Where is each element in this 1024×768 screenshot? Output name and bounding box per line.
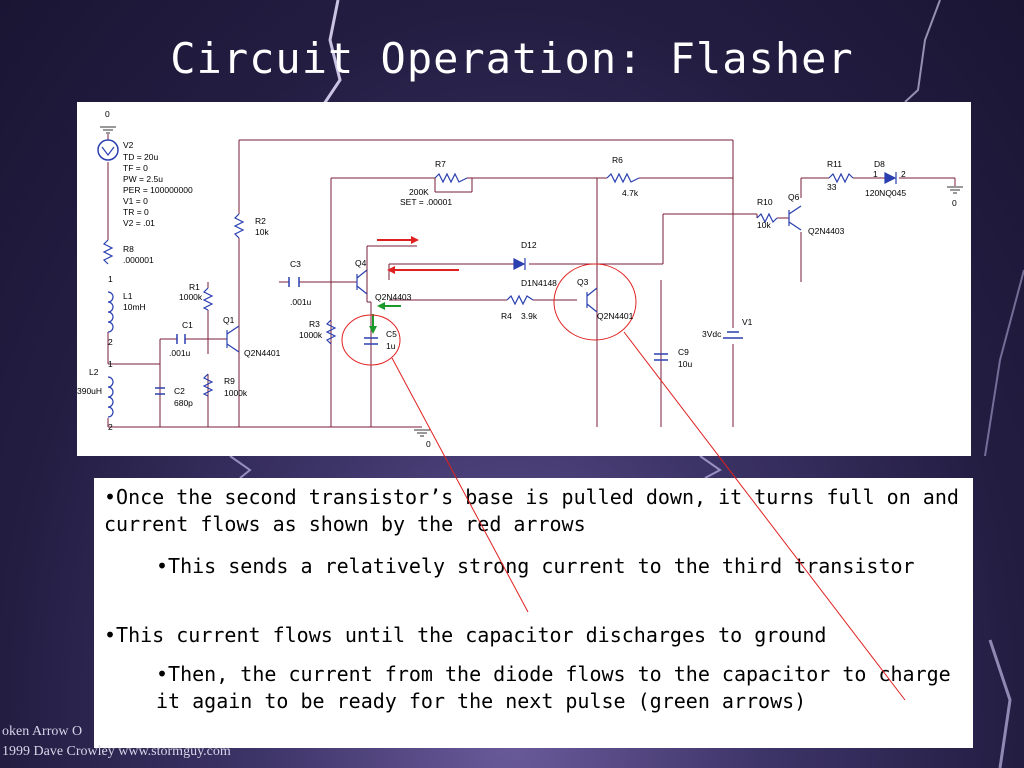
v2-source-icon: [97, 139, 119, 161]
v2-param: TF = 0: [123, 163, 148, 173]
resistor-r11: [828, 172, 854, 184]
l1-pin2: 2: [108, 337, 113, 347]
r4-name: R4: [501, 311, 512, 321]
sub-bullet-item: •This sends a relatively strong current …: [156, 554, 915, 578]
l2-pin1: 1: [108, 359, 113, 369]
l2-name: L2: [89, 367, 99, 377]
q4-model: Q2N4403: [375, 292, 412, 302]
c9-name: C9: [678, 347, 689, 357]
l1-value: 10mH: [123, 302, 146, 312]
gnd-top-label: 0: [105, 109, 110, 119]
gnd-right-label: 0: [952, 198, 957, 208]
resistors: [102, 172, 854, 397]
c5-name: C5: [386, 329, 397, 339]
q1-name: Q1: [223, 315, 235, 325]
c5-value: 1u: [386, 341, 396, 351]
q6-model: Q2N4403: [808, 226, 845, 236]
inductor-l1: [107, 291, 114, 333]
q3-name: Q3: [577, 277, 589, 287]
r10-name: R10: [757, 197, 773, 207]
l1-name: L1: [123, 291, 133, 301]
d8-model: 120NQ045: [865, 188, 906, 198]
diode-d8-icon: [884, 172, 897, 184]
v1-name: V1: [742, 317, 753, 327]
r1-value: 1000k: [179, 292, 203, 302]
v2-param: PW = 2.5u: [123, 174, 163, 184]
r7-set: SET = .00001: [400, 197, 452, 207]
d8-name: D8: [874, 159, 885, 169]
c1-name: C1: [182, 320, 193, 330]
slide-title: Circuit Operation: Flasher: [170, 34, 854, 83]
r9-name: R9: [224, 376, 235, 386]
c3-value: .001u: [290, 297, 312, 307]
gnd-bottom-label: 0: [426, 439, 431, 449]
d12-model: D1N4148: [521, 278, 557, 288]
c2-value: 680p: [174, 398, 193, 408]
v2-param: TR = 0: [123, 207, 149, 217]
bullet-item: •This current flows until the capacitor …: [104, 623, 827, 647]
r3-name: R3: [309, 319, 320, 329]
r6-value: 4.7k: [622, 188, 639, 198]
r3-value: 1000k: [299, 330, 323, 340]
v2-param: V1 = 0: [123, 196, 148, 206]
r10-value: 10k: [757, 220, 771, 230]
transistors: [226, 205, 802, 353]
c1-value: .001u: [169, 348, 191, 358]
v2-name: V2: [123, 140, 134, 150]
v2-param: V2 = .01: [123, 218, 155, 228]
c3-name: C3: [290, 259, 301, 269]
l1-pin1: 1: [108, 274, 113, 284]
wires: [107, 134, 956, 428]
diodes: [513, 172, 897, 270]
l2-pin2: 2: [108, 422, 113, 432]
q3-model: Q2N4401: [597, 311, 634, 321]
inductors: [107, 291, 114, 418]
r6-name: R6: [612, 155, 623, 165]
q4-name: Q4: [355, 258, 367, 268]
r2-name: R2: [255, 216, 266, 226]
credit-line: 1999 Dave Crowley www.stormguy.com: [2, 744, 231, 759]
bullet-text-panel: •Once the second transistor’s base is pu…: [94, 478, 973, 748]
resistor-r4: [506, 294, 534, 306]
d8-pin1: 1: [873, 169, 878, 179]
r2-value: 10k: [255, 227, 269, 237]
resistor-r9: [202, 373, 214, 397]
v1-value: 3Vdc: [702, 329, 722, 339]
v2-param: TD = 20u: [123, 152, 158, 162]
r1-name: R1: [189, 282, 200, 292]
resistor-r3: [325, 319, 337, 345]
r9-value: 1000k: [224, 388, 248, 398]
diode-d12-icon: [513, 258, 526, 270]
credit-line: oken Arrow O: [2, 724, 83, 739]
l2-value: 390uH: [77, 386, 102, 396]
capacitors: [155, 277, 743, 395]
c9-value: 10u: [678, 359, 692, 369]
resistor-r7: [434, 172, 468, 184]
resistor-r6: [606, 172, 640, 184]
bullet-item: •Once the second transistor’s base is pu…: [104, 485, 959, 536]
d12-name: D12: [521, 240, 537, 250]
sub-bullet-item: •Then, the current from the diode flows …: [156, 662, 951, 713]
resistor-r10: [756, 212, 778, 224]
c2-name: C2: [174, 386, 185, 396]
r7-name: R7: [435, 159, 446, 169]
q6-name: Q6: [788, 192, 800, 202]
inductor-l2: [107, 376, 114, 418]
r7-value: 200K: [409, 187, 429, 197]
r8-name: R8: [123, 244, 134, 254]
r11-name: R11: [827, 159, 842, 169]
q1-model: Q2N4401: [244, 348, 281, 358]
circuit-schematic: 0 V2 TD = 20u TF = 0 PW = 2.5u PER = 100…: [77, 102, 971, 456]
r4-value: 3.9k: [521, 311, 538, 321]
r8-value: .000001: [123, 255, 154, 265]
annotation-arrows: [341, 236, 637, 366]
resistor-r1: [202, 287, 214, 311]
resistor-r2: [233, 213, 245, 239]
v2-param: PER = 100000000: [123, 185, 193, 195]
d8-pin2: 2: [901, 169, 906, 179]
resistor-r8: [102, 239, 114, 265]
r11-value: 33: [827, 182, 837, 192]
